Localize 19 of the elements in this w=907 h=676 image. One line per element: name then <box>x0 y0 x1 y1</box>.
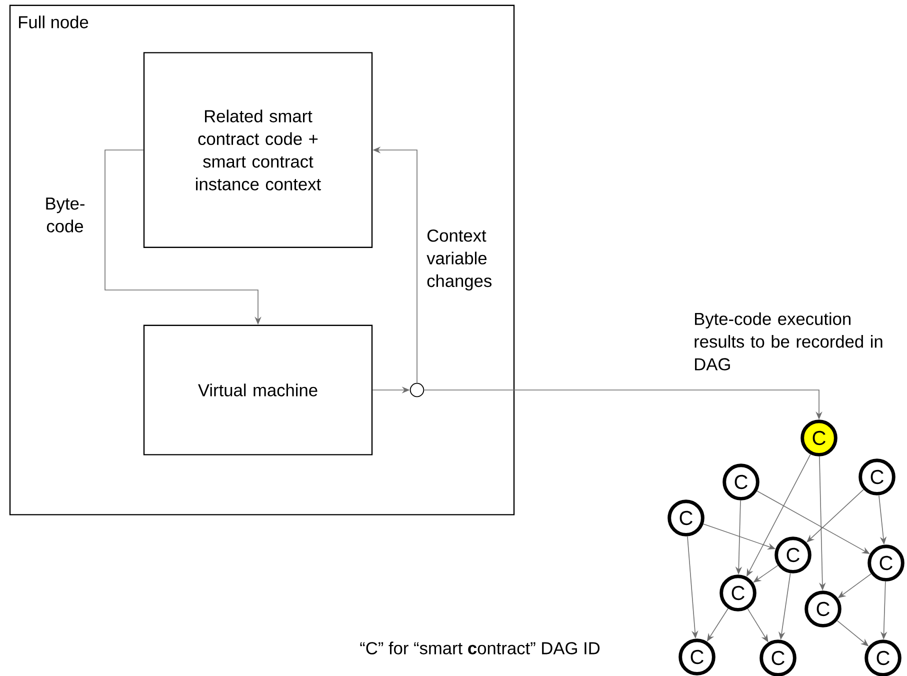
dag-node: C <box>720 574 756 612</box>
process-box: Virtual machine <box>143 324 373 456</box>
dag-node: C <box>678 638 716 676</box>
dag-node: C <box>868 544 904 582</box>
dag-node: C <box>864 640 902 676</box>
edge-label: Byte-code <box>33 196 97 234</box>
dag-node: C <box>804 590 842 628</box>
dag-node: C <box>858 458 896 496</box>
process-box: Related smart contract code + smart contract instance context <box>143 52 373 248</box>
arrow <box>806 489 864 542</box>
dag-node: C <box>774 536 812 574</box>
junction-circle <box>410 382 424 398</box>
caption: “C” for “smart contract” DAG ID <box>360 642 600 654</box>
dag-node: C <box>760 640 796 676</box>
dag-node: C <box>800 420 838 456</box>
edge-label: Context variable changes <box>425 228 506 292</box>
dag-node: C <box>722 464 760 500</box>
edge-label: Byte-code execution results to be recorded in DAG <box>692 311 902 372</box>
dag-node: C <box>668 500 704 536</box>
